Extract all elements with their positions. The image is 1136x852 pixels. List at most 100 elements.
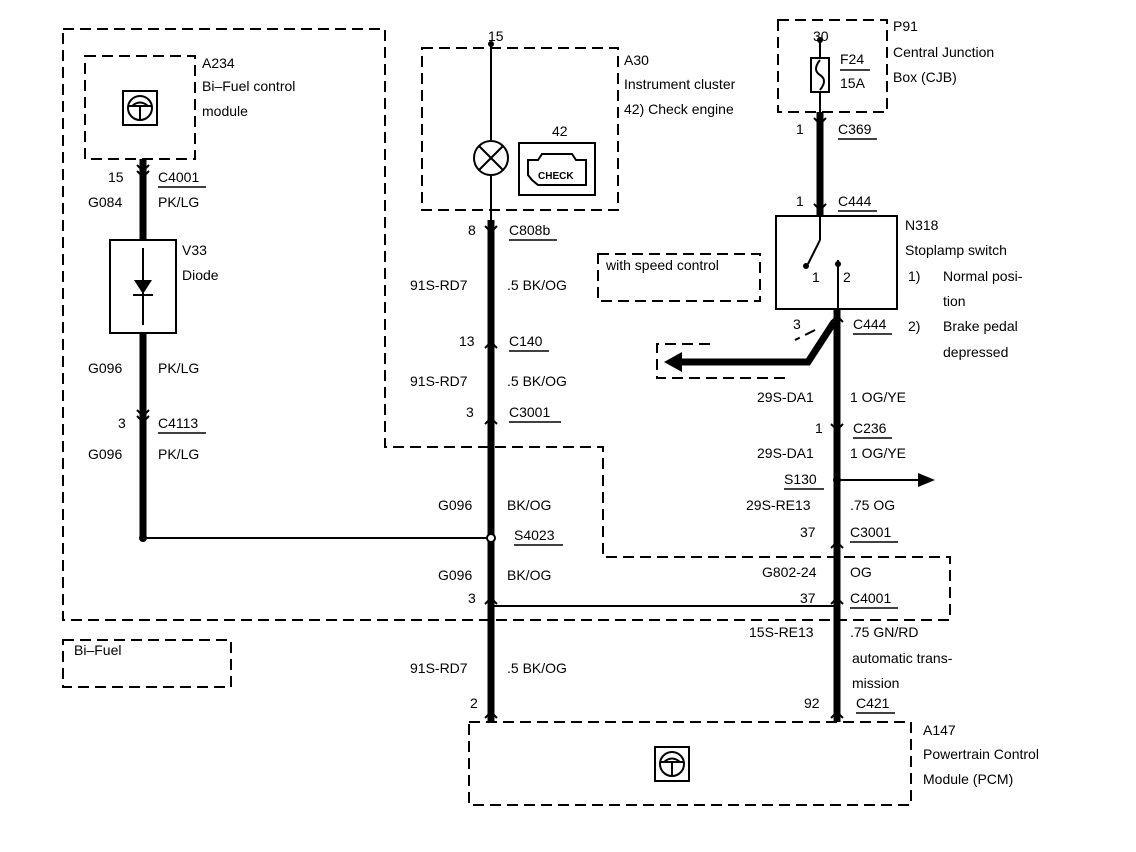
n318-pos1-b: tion <box>943 293 966 309</box>
wire-color-label: .5 BK/OG <box>507 373 567 389</box>
wire-color-label: 1 OG/YE <box>850 389 906 405</box>
speed-control-label: with speed control <box>605 257 719 273</box>
bifuel-label: Bi–Fuel <box>74 642 121 658</box>
circuit-label: 91S-RD7 <box>410 277 468 293</box>
bifuel-option-boundary <box>62 28 951 621</box>
wire-color-label: .75 GN/RD <box>850 624 918 640</box>
fuse-f24-icon <box>810 57 830 93</box>
n318-ref: N318 <box>905 217 939 233</box>
pin-label: 37 <box>800 524 816 540</box>
wire-color-label: .5 BK/OG <box>507 660 567 676</box>
note-label: mission <box>852 675 899 691</box>
wire-c444-branch <box>678 320 837 366</box>
wire-color-label: PK/LG <box>158 360 199 376</box>
circuit-label: 91S-RD7 <box>410 373 468 389</box>
pin-label: 3 <box>793 316 801 332</box>
wire-color-label: .75 OG <box>850 497 895 513</box>
pin-label: 8 <box>468 222 476 238</box>
pin-label: 3 <box>466 404 474 420</box>
wire-color-label: 1 OG/YE <box>850 445 906 461</box>
wire-color-label: BK/OG <box>507 497 551 513</box>
circuit-label: G084 <box>88 194 122 210</box>
pin-label: 3 <box>118 415 126 431</box>
n318-pos1-num: 1) <box>908 268 920 284</box>
circuit-label: G802-24 <box>762 564 817 580</box>
pin-label: 1 <box>796 193 804 209</box>
v33-name: Diode <box>182 267 219 283</box>
connector-label: C3001 <box>509 404 550 420</box>
connector-label: C3001 <box>850 524 891 540</box>
wire-color-label: PK/LG <box>158 194 199 210</box>
p91-line1: Central Junction <box>893 44 994 60</box>
a147-line1: Powertrain Control <box>923 746 1039 762</box>
circuit-label: G096 <box>88 360 122 376</box>
n318-pos2-b: depressed <box>943 344 1008 360</box>
a147-line2: Module (PCM) <box>923 771 1013 787</box>
fuse-name: F24 <box>840 51 864 67</box>
pin-label: 2 <box>470 695 478 711</box>
speed-control-branch-box <box>656 343 786 379</box>
splice-label: S4023 <box>514 527 555 543</box>
a147-pcm-box <box>468 721 912 806</box>
note-label: automatic trans- <box>852 650 953 666</box>
circuit-label: G096 <box>438 497 472 513</box>
connector-label: C140 <box>509 333 543 349</box>
pin-label: 13 <box>459 333 475 349</box>
a30-pin: 15 <box>488 28 504 44</box>
s130-arrow-icon <box>918 473 935 487</box>
wire-color-label: OG <box>850 564 872 580</box>
p91-line2: Box (CJB) <box>893 69 957 85</box>
a147-ref: A147 <box>923 722 956 738</box>
pin-label: 1 <box>815 420 823 436</box>
connector-label: C4001 <box>850 590 891 606</box>
pin-label: 15 <box>108 169 124 185</box>
branch-arrow-icon <box>664 352 682 372</box>
circuit-label: G096 <box>88 446 122 462</box>
speed-control-option-box <box>597 253 761 302</box>
circuit-label: 15S-RE13 <box>749 624 814 640</box>
connector-label: C444 <box>838 193 872 209</box>
wire-color-label: BK/OG <box>507 567 551 583</box>
p91-ref: P91 <box>893 18 918 34</box>
a234-line1: Bi–Fuel control <box>202 78 295 94</box>
a30-ref: A30 <box>624 52 649 68</box>
n318-pos1-a: Normal posi- <box>943 268 1023 284</box>
circuit-label: 29S-DA1 <box>757 445 814 461</box>
circuit-label: 29S-DA1 <box>757 389 814 405</box>
a234-module-icon <box>122 90 158 126</box>
connector-label: C808b <box>509 222 550 238</box>
n318-pos2-a: Brake pedal <box>943 318 1018 334</box>
connector-label: C444 <box>853 316 887 332</box>
connector-label: C369 <box>838 121 872 137</box>
a234-line2: module <box>202 103 248 119</box>
n318-line1: Stoplamp switch <box>905 242 1007 258</box>
pin-label: 1 <box>796 121 804 137</box>
n318-pos2-num: 2) <box>908 318 920 334</box>
circuit-label: 29S-RE13 <box>746 497 811 513</box>
svg-text:CHECK: CHECK <box>538 171 574 182</box>
a30-cluster-box <box>421 47 619 211</box>
pin-label: 92 <box>804 695 820 711</box>
pin-label: 3 <box>468 590 476 606</box>
circuit-label: G096 <box>438 567 472 583</box>
connector-label: C4001 <box>158 169 199 185</box>
pin-label: 37 <box>800 590 816 606</box>
stoplamp-switch-contacts <box>803 216 841 309</box>
connector-label: C421 <box>856 695 890 711</box>
splice-label: S130 <box>784 471 817 487</box>
n318-pin1: 1 <box>812 269 820 285</box>
a30-lamp-ref: 42 <box>552 123 568 139</box>
connector-label: C4113 <box>158 415 198 431</box>
circuit-label: 91S-RD7 <box>410 660 468 676</box>
fuse-rating: 15A <box>840 75 866 91</box>
a30-line1: Instrument cluster <box>624 76 736 92</box>
diode-symbol <box>134 280 152 294</box>
p91-pin: 30 <box>813 28 829 44</box>
n318-pin2: 2 <box>843 269 851 285</box>
a147-module-icon <box>654 746 690 782</box>
check-engine-lamp-icon <box>473 140 509 176</box>
check-engine-symbol-icon: CHECK <box>518 142 596 196</box>
p91-cjb-box <box>777 19 888 113</box>
wire-color-label: PK/LG <box>158 446 199 462</box>
